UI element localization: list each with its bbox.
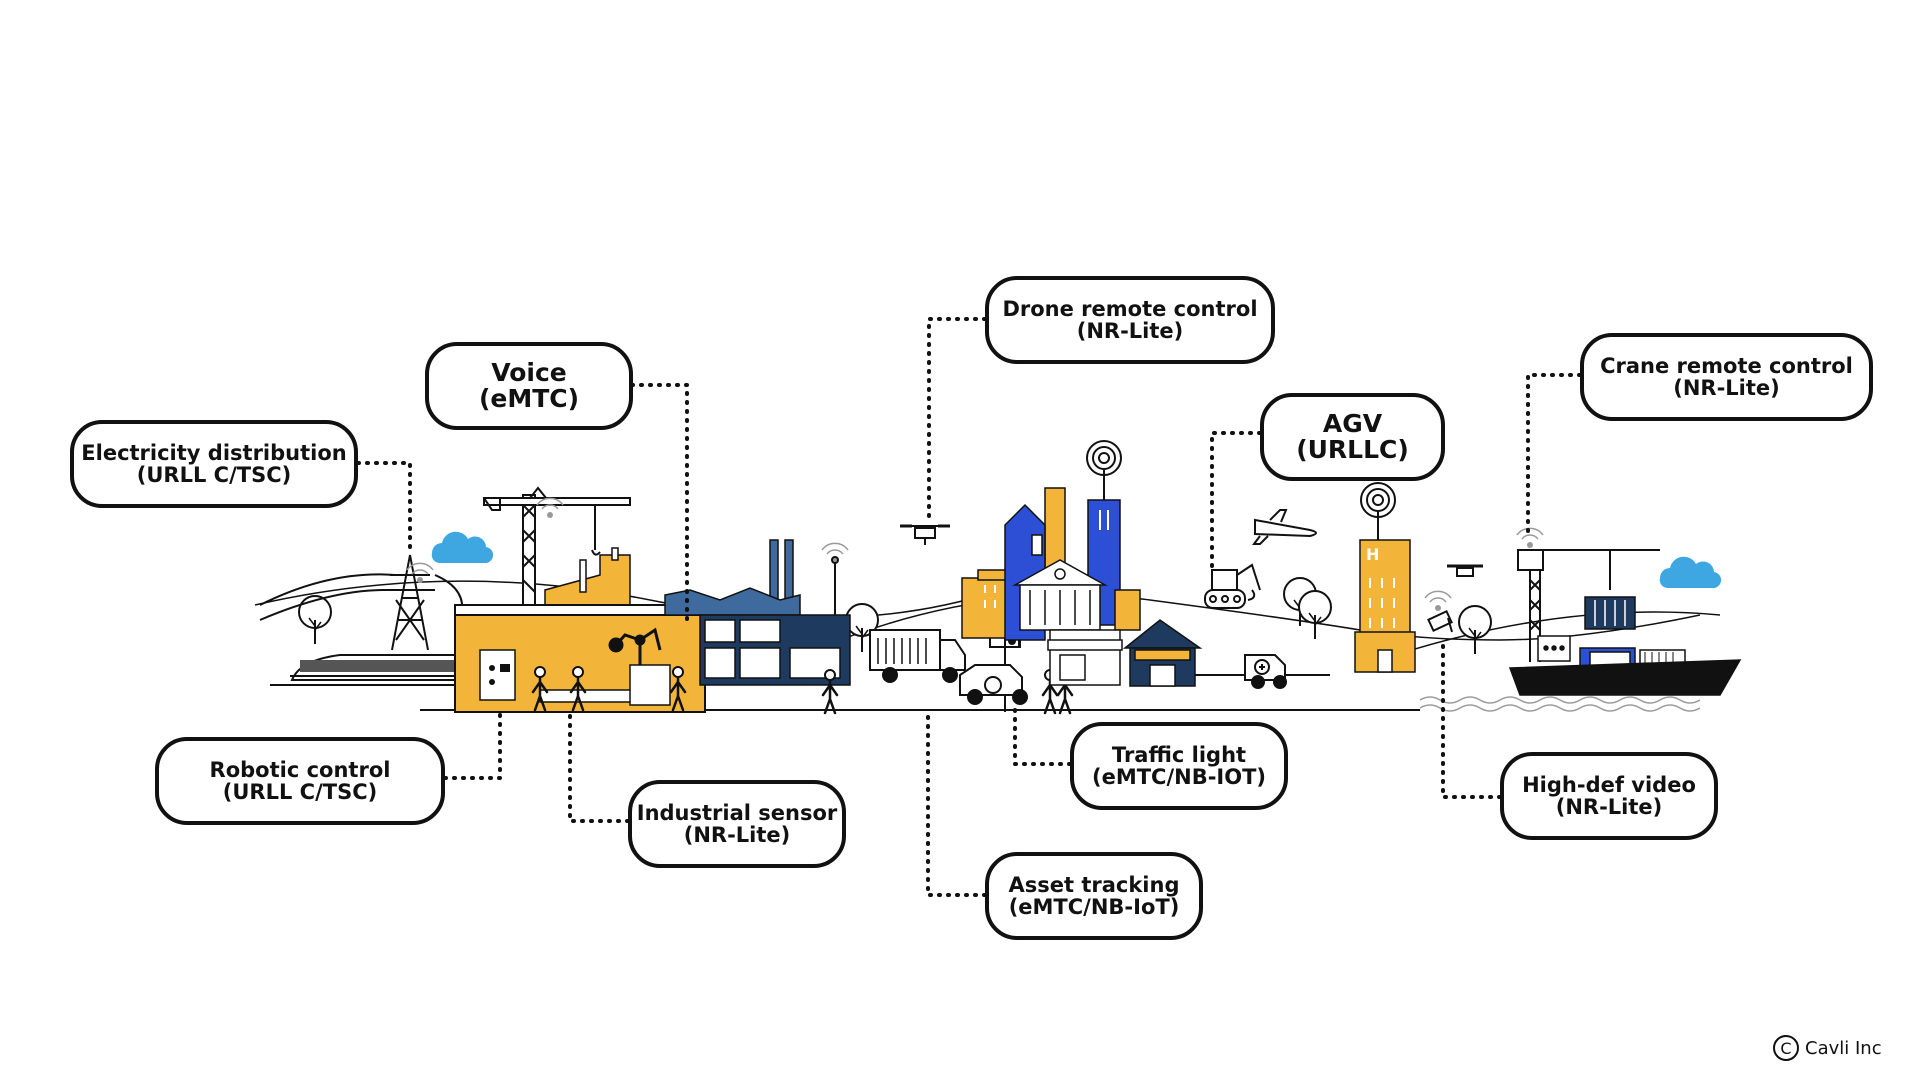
- label-asset-tracking: Asset tracking (eMTC/NB-IoT): [985, 852, 1203, 940]
- ambulance-icon: [1244, 654, 1287, 689]
- excavator-icon: [1204, 563, 1261, 609]
- label-crane-remote-control: Crane remote control (NR-Lite): [1580, 333, 1873, 421]
- copyright-notice: C Cavli Inc: [1773, 1035, 1882, 1061]
- label-protocol: (NR-Lite): [1555, 795, 1663, 819]
- label-protocol: (eMTC/NB-IoT): [1008, 895, 1180, 919]
- label-title: Electricity distribution: [81, 440, 347, 465]
- cloud-icon: [1659, 556, 1722, 589]
- svg-text:H: H: [1366, 545, 1379, 564]
- label-protocol: (URLLC): [1296, 435, 1409, 464]
- transmission-tower-icon: [259, 554, 464, 651]
- cell-antenna-icon: [821, 542, 849, 615]
- label-protocol: (URLL C/TSC): [222, 780, 378, 804]
- container-ship-icon: [1508, 635, 1742, 696]
- hill-line-left: [254, 580, 1001, 619]
- train-icon: [290, 654, 461, 681]
- label-protocol: (NR-Lite): [1076, 319, 1184, 343]
- label-electricity-distribution: Electricity distribution (URLL C/TSC): [70, 420, 358, 508]
- cloud-icon: [431, 531, 494, 564]
- label-drone-remote-control: Drone remote control (NR-Lite): [985, 276, 1275, 364]
- label-protocol: (eMTC/NB-IOT): [1091, 765, 1267, 789]
- label-agv: AGV (URLLC): [1260, 393, 1445, 481]
- label-title: Asset tracking: [1008, 872, 1180, 897]
- robot-arm-icon: [608, 627, 662, 665]
- label-voice: Voice (eMTC): [425, 342, 633, 430]
- container: [1584, 596, 1636, 630]
- label-title: Crane remote control: [1600, 353, 1853, 378]
- drone-icon: [1447, 564, 1483, 577]
- pedestrian-icon: [821, 668, 839, 715]
- label-title: Drone remote control: [1002, 296, 1258, 321]
- shop-icon: [1047, 629, 1123, 686]
- hospital-icon: H: [1354, 539, 1416, 673]
- building-icon: [1122, 619, 1203, 687]
- tree-icon: [1298, 590, 1332, 640]
- airplane-icon: [1252, 509, 1317, 545]
- car-icon: [959, 664, 1028, 705]
- factory-icon: [454, 547, 706, 713]
- cell-antenna-icon: [1360, 482, 1396, 540]
- water-waves: [1419, 696, 1701, 712]
- security-camera-icon: [1427, 610, 1453, 633]
- label-title: Traffic light: [1111, 742, 1247, 767]
- label-traffic-light: Traffic light (eMTC/NB-IOT): [1070, 722, 1288, 810]
- label-high-def-video: High-def video (NR-Lite): [1500, 752, 1718, 840]
- label-protocol: (URLL C/TSC): [136, 463, 292, 487]
- label-title: Voice: [491, 357, 567, 387]
- label-title: Industrial sensor: [636, 800, 838, 825]
- bank-icon: [1012, 559, 1108, 631]
- truck-icon: [869, 629, 966, 683]
- label-title: Robotic control: [209, 757, 391, 782]
- port-crane-icon: [1517, 549, 1660, 662]
- construction-crane-icon: [483, 486, 631, 606]
- label-title: AGV: [1322, 408, 1383, 438]
- label-protocol: (eMTC): [478, 384, 580, 413]
- copyright-text: Cavli Inc: [1805, 1037, 1882, 1059]
- label-title: High-def video: [1522, 772, 1696, 797]
- copyright-icon: C: [1773, 1035, 1799, 1061]
- label-industrial-sensor: Industrial sensor (NR-Lite): [628, 780, 846, 868]
- drone-icon: [900, 524, 950, 545]
- tree-icon: [1458, 605, 1492, 655]
- cell-antenna-icon: [1086, 440, 1122, 500]
- label-robotic-control: Robotic control (URLL C/TSC): [155, 737, 445, 825]
- leader-lines: [356, 317, 1582, 897]
- label-protocol: (NR-Lite): [683, 823, 791, 847]
- label-protocol: (NR-Lite): [1673, 376, 1780, 400]
